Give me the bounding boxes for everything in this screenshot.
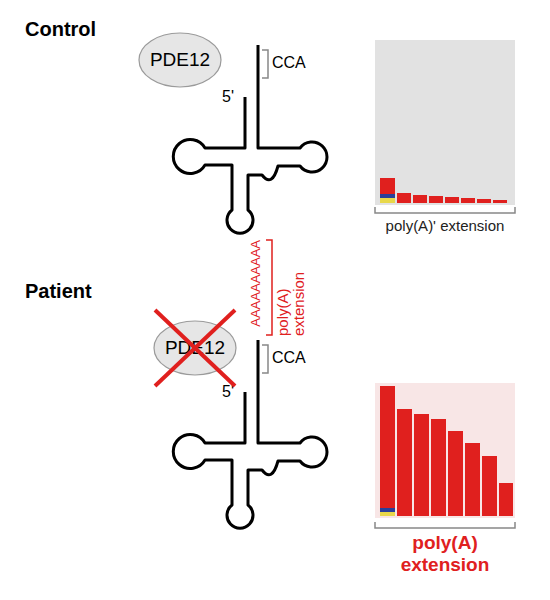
polya-tail-label: poly(A) extension	[275, 238, 307, 336]
panel-title: Control	[25, 18, 96, 41]
enzyme-ellipse: PDE12	[138, 32, 222, 88]
cca-label: CCA	[272, 349, 306, 367]
cca-bracket	[262, 50, 268, 78]
cca-label: CCA	[272, 54, 306, 72]
five-prime-label: 5'	[222, 383, 234, 401]
panel-title: Patient	[25, 280, 92, 303]
control-chart	[375, 40, 515, 213]
axis-label: poly(A) extension	[375, 532, 515, 576]
enzyme-name: PDE12	[165, 337, 225, 359]
enzyme-ellipse: PDE12	[153, 320, 237, 376]
cca-bracket	[262, 345, 268, 373]
polya-bracket	[266, 240, 272, 335]
patient-chart	[375, 383, 515, 528]
enzyme-name: PDE12	[150, 49, 210, 71]
polya-tail: AAAAAAAAAA	[249, 240, 263, 327]
axis-label: poly(A)' extension	[380, 217, 510, 234]
five-prime-label: 5'	[222, 88, 234, 106]
